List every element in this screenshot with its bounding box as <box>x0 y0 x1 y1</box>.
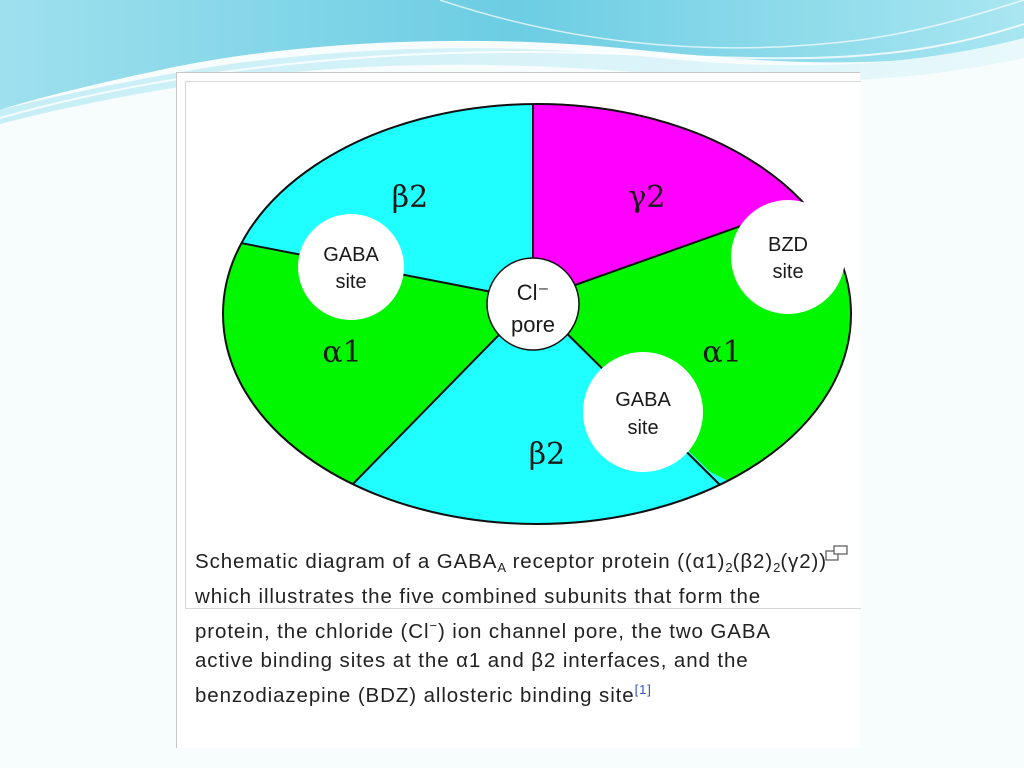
pore-label-line1: Cl⁻ <box>517 280 549 305</box>
figure-caption: Schematic diagram of a GABAA receptor pr… <box>195 547 835 710</box>
label-alpha1-right: α1 <box>702 335 741 370</box>
receptor-outline <box>222 103 852 525</box>
bzd-site-line2: site <box>772 261 803 283</box>
gaba-site-left-line1: GABA <box>323 244 379 266</box>
gaba-site-left-line2: site <box>335 271 366 293</box>
caption-sub-2b: 2 <box>773 560 781 575</box>
caption-part-3: (β2) <box>732 550 774 573</box>
caption-sub-a: A <box>497 560 506 575</box>
reference-link[interactable]: [1] <box>634 682 652 697</box>
label-beta2-bottom: β2 <box>529 437 565 472</box>
caption-part-4: (γ2)) which illustrates the five combine… <box>195 550 827 643</box>
gaba-site-left-node: GABA site <box>298 214 404 320</box>
figure-frame: β2 γ2 α1 β2 α1 Cl⁻ pore GABA site BZD <box>176 72 861 748</box>
label-beta2-top: β2 <box>392 180 428 215</box>
caption-reference[interactable]: [1] <box>635 682 652 697</box>
diagram-panel: β2 γ2 α1 β2 α1 Cl⁻ pore GABA site BZD <box>185 81 861 609</box>
caption-sup-minus: − <box>429 618 438 633</box>
label-alpha1-left: α1 <box>322 335 361 370</box>
caption-part-2: receptor protein ((α1) <box>505 550 726 573</box>
bzd-site-node: BZD site <box>731 200 845 314</box>
caption-part-1: Schematic diagram of a GABA <box>195 550 498 573</box>
gaba-site-bottom-line2: site <box>627 417 658 439</box>
pore-label-line2: pore <box>511 312 555 337</box>
caption-sub-2a: 2 <box>725 560 733 575</box>
enlarge-icon[interactable] <box>825 545 849 561</box>
subunit-beta2-bottom <box>223 300 851 524</box>
gaba-site-bottom-node: GABA site <box>583 352 703 472</box>
pore-node: Cl⁻ pore <box>486 257 580 351</box>
gaba-site-bottom-line1: GABA <box>615 389 671 411</box>
bzd-site-line1: BZD <box>768 234 808 256</box>
gaba-receptor-diagram: β2 γ2 α1 β2 α1 Cl⁻ pore GABA site BZD <box>222 103 852 525</box>
caption-part-5: ) ion channel pore, the two GABA active … <box>195 620 770 707</box>
label-gamma2: γ2 <box>628 180 665 215</box>
